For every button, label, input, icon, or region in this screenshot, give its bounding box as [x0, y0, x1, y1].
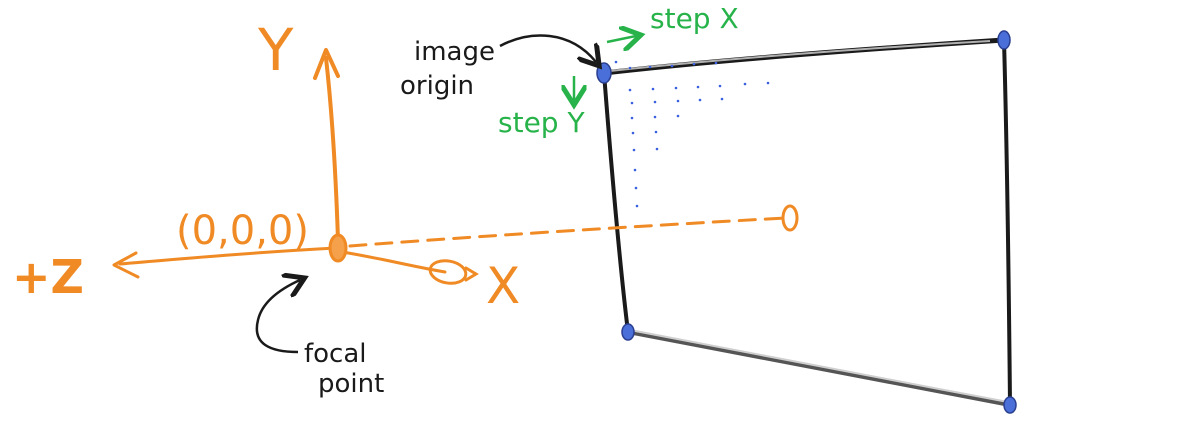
corner-bottom-right-marker [1003, 396, 1017, 414]
y-axis-arrowhead [313, 48, 340, 80]
image-plane-right-edge [1002, 38, 1012, 407]
focal-point-label-line2: point [318, 369, 384, 399]
camera-axes [112, 48, 799, 285]
y-axis-label: Y [257, 16, 294, 84]
pixel-sample-dots [614, 60, 770, 208]
focal-point-pointer [255, 280, 300, 354]
image-plane-bottom-edge [626, 330, 1012, 407]
step-x-arrow [606, 36, 636, 42]
step-y-label: step Y [498, 106, 585, 139]
step-x-label: step X [650, 2, 739, 35]
image-plane [596, 30, 1017, 414]
image-origin-pointer [499, 34, 596, 62]
image-plane-left-edge [602, 71, 630, 334]
view-ray [348, 216, 787, 248]
z-axis-arrowhead [112, 251, 140, 279]
corner-top-left-marker [596, 62, 612, 84]
focal-point-label-line1: focal [304, 339, 367, 369]
image-plane-top-edge [601, 37, 1007, 76]
origin-label: (0,0,0) [176, 208, 309, 254]
x-axis-label: X [486, 257, 520, 315]
image-origin-label-line1: image [414, 37, 495, 67]
x-axis-line [340, 250, 447, 274]
image-origin-label-line2: origin [400, 71, 474, 101]
ray-end-marker [781, 204, 799, 232]
corner-top-right-marker [997, 30, 1011, 50]
z-axis-line [118, 246, 338, 266]
x-axis-arrowhead [428, 259, 468, 285]
y-axis-line [324, 56, 340, 242]
z-axis-label: +Z [12, 250, 84, 304]
focal-point-marker [328, 233, 348, 263]
corner-bottom-left-marker [621, 323, 635, 341]
